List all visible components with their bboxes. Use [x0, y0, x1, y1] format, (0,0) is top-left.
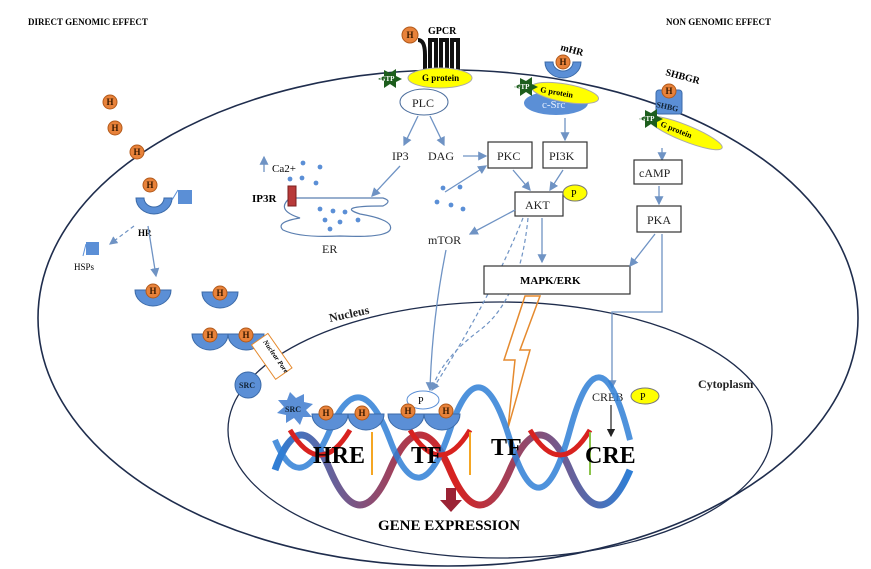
mhr-receptor: mHR H c-Src G protein GTP [514, 42, 600, 115]
camp-label: cAMP [639, 166, 671, 180]
svg-text:H: H [242, 330, 249, 340]
svg-text:SRC: SRC [239, 381, 255, 390]
akt-box [514, 191, 564, 217]
camp-box [633, 159, 683, 185]
svg-text:H: H [149, 286, 156, 296]
c-src-label: c-Src [542, 99, 565, 111]
lightning-activation-icon [502, 295, 542, 429]
svg-text:H: H [442, 406, 449, 416]
gtp-label: GTP [380, 75, 395, 83]
hre-label: HRE [313, 443, 365, 469]
cytoplasm-label: Cytoplasm [698, 377, 753, 391]
nucleus-membrane [227, 301, 773, 559]
svg-text:H: H [406, 30, 413, 40]
dag-label: DAG [428, 149, 454, 163]
svg-text:SRC: SRC [285, 405, 301, 414]
hr-label: HR [138, 228, 152, 238]
svg-text:H: H [358, 408, 365, 418]
tf-label-2: TF [491, 435, 522, 461]
nuclear-pore: Nuclear Pore [250, 332, 293, 381]
calcium-label: Ca2+ [272, 163, 296, 175]
svg-text:H: H [404, 406, 411, 416]
pkc-label: PKC [497, 149, 520, 163]
phosphate-creb-label: P [640, 392, 646, 403]
hormone-membrane: H [129, 144, 145, 160]
endoplasmic-reticulum [280, 160, 466, 237]
svg-text:P: P [418, 396, 424, 407]
svg-text:HSPs: HSPs [74, 262, 95, 272]
hsps: HSPs [74, 242, 99, 272]
plc-label: PLC [412, 96, 434, 110]
svg-text:H: H [322, 408, 329, 418]
hormone-outside-2: H [107, 120, 123, 136]
svg-text:GTP: GTP [640, 115, 655, 123]
pi3k-label: PI3K [549, 149, 575, 163]
svg-text:GTP: GTP [515, 83, 530, 91]
shbgr-receptor: SHBGR H SHBG G protein GTP [639, 67, 723, 151]
phosphate-akt-label: P [571, 189, 577, 200]
dna-helix [271, 374, 634, 509]
mtor-label: mTOR [428, 233, 461, 247]
direct-genomic-effect-heading: DIRECT GENOMIC EFFECT [28, 17, 148, 27]
src-cytoplasm: SRC [234, 371, 262, 399]
svg-text:H: H [206, 330, 213, 340]
akt-label: AKT [525, 198, 550, 212]
gene-expression-label: GENE EXPRESSION [378, 518, 520, 534]
gpcr-label: GPCR [428, 26, 457, 37]
mapk-erk-box [483, 265, 631, 295]
receptor-dimer-hre: H H [311, 405, 385, 431]
er-label: ER [322, 242, 337, 256]
svg-text:H: H [146, 180, 153, 190]
non-genomic-effect-heading: NON GENOMIC EFFECT [666, 17, 771, 27]
g-protein-label: G protein [422, 73, 459, 83]
svg-text:H: H [111, 123, 118, 133]
cre-label: CRE [585, 443, 636, 469]
nucleus-label: Nucleus [328, 303, 371, 325]
pka-label: PKA [647, 213, 671, 227]
svg-text:H: H [133, 147, 140, 157]
phosphate-akt [562, 184, 588, 202]
mapk-erk-label: MAPK/ERK [520, 275, 581, 287]
gpcr-receptor: H GPCR G protein GTP [378, 26, 473, 89]
receptor-dimer-tf: P H H [387, 390, 461, 431]
ip3-label: IP3 [392, 149, 409, 163]
svg-text:H: H [665, 86, 672, 96]
svg-text:H: H [559, 57, 566, 67]
src-nucleus: SRC [277, 392, 313, 425]
svg-text:H: H [106, 97, 113, 107]
plc-node [399, 88, 449, 116]
hormone-outside-1: H [102, 94, 118, 110]
ip3r-label: IP3R [252, 193, 278, 205]
phosphate-creb [630, 387, 660, 405]
svg-text:H: H [216, 288, 223, 298]
hormone-receptor-bound-1: H [134, 283, 172, 307]
pka-box [636, 205, 682, 233]
hormone-receptor-bound-2: H [201, 285, 239, 309]
tf-label-1: TF [411, 443, 442, 469]
pi3k-box [542, 141, 588, 169]
hormone-receptor-hsp-complex: H HR [135, 177, 192, 238]
gene-expression-arrow [440, 488, 462, 512]
pkc-box [487, 141, 533, 169]
